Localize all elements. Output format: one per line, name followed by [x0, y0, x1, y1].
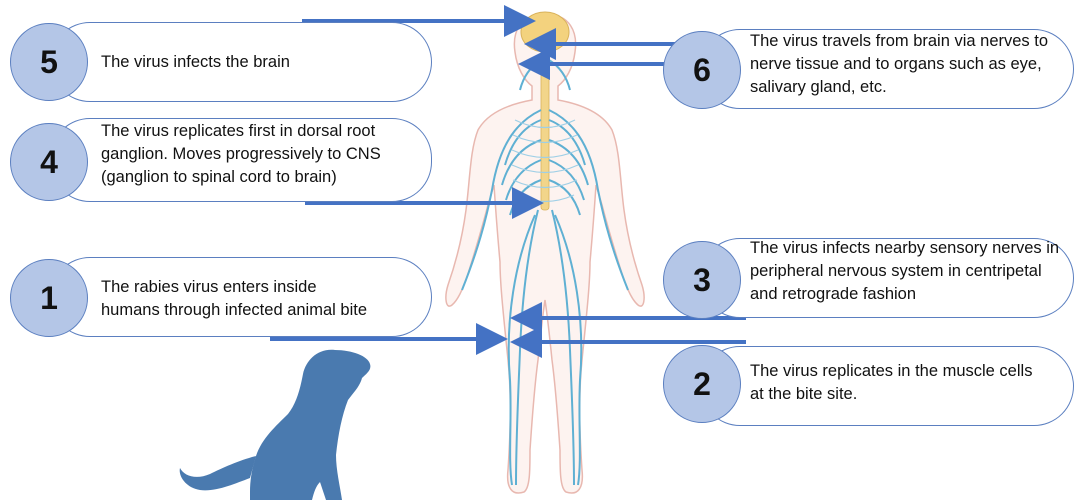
step-6-text: The virus travels from brain via nerves …	[750, 30, 1050, 99]
step-3-number: 3	[663, 241, 741, 319]
step-1-number: 1	[10, 259, 88, 337]
human-body-figure	[446, 12, 644, 493]
step-3-text: The virus infects nearby sensory nerves …	[750, 237, 1070, 306]
spinal-cord	[541, 50, 549, 210]
dog-silhouette	[180, 350, 371, 500]
step-4-number: 4	[10, 123, 88, 201]
step-2-number: 2	[663, 345, 741, 423]
step-6-number: 6	[663, 31, 741, 109]
step-4-text: The virus replicates first in dorsal roo…	[101, 120, 431, 189]
step-5-text: The virus infects the brain	[101, 51, 401, 74]
step-2-text: The virus replicates in the muscle cells…	[750, 360, 1050, 406]
step-5-number: 5	[10, 23, 88, 101]
step-1-text: The rabies virus enters inside humans th…	[101, 276, 371, 322]
